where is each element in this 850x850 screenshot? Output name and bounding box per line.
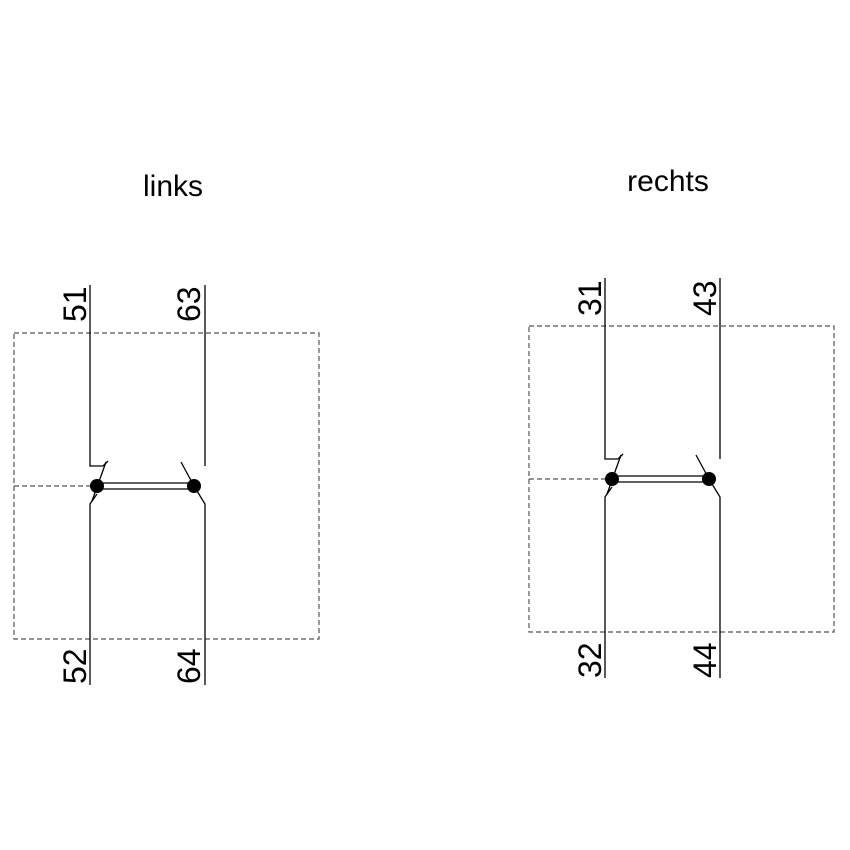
right-no-lower-wire [708, 478, 721, 678]
right-heading: rechts [627, 165, 709, 198]
right-nc-pivot-dot [605, 472, 619, 486]
right-terminal-nc-bottom: 32 [572, 642, 608, 678]
left-nc-contact [89, 285, 109, 685]
right-nc-contact [604, 278, 624, 678]
right-housing-outline [528, 325, 835, 633]
right-nc-upper-wire [604, 278, 618, 460]
left-no-pivot-dot [187, 479, 201, 493]
left-housing-outline [13, 332, 320, 640]
left-nc-lower-wire [89, 493, 98, 685]
left-contact-block: links 51 52 63 64 [13, 170, 320, 685]
left-no-lower-wire [193, 485, 206, 685]
right-contact-block: rechts 31 32 43 44 [528, 165, 835, 678]
left-heading: links [143, 170, 203, 203]
right-terminal-nc-top: 31 [572, 280, 608, 316]
left-terminal-nc-top: 51 [57, 286, 93, 322]
right-terminal-no-bottom: 44 [687, 642, 723, 678]
left-terminal-no-top: 63 [171, 286, 207, 322]
right-no-pivot-dot [702, 472, 716, 486]
left-terminal-nc-bottom: 52 [57, 648, 93, 684]
left-terminal-no-bottom: 64 [171, 648, 207, 684]
left-nc-upper-wire [89, 285, 103, 467]
right-terminal-no-top: 43 [687, 280, 723, 316]
right-nc-lower-wire [604, 486, 613, 678]
left-nc-pivot-dot [90, 479, 104, 493]
